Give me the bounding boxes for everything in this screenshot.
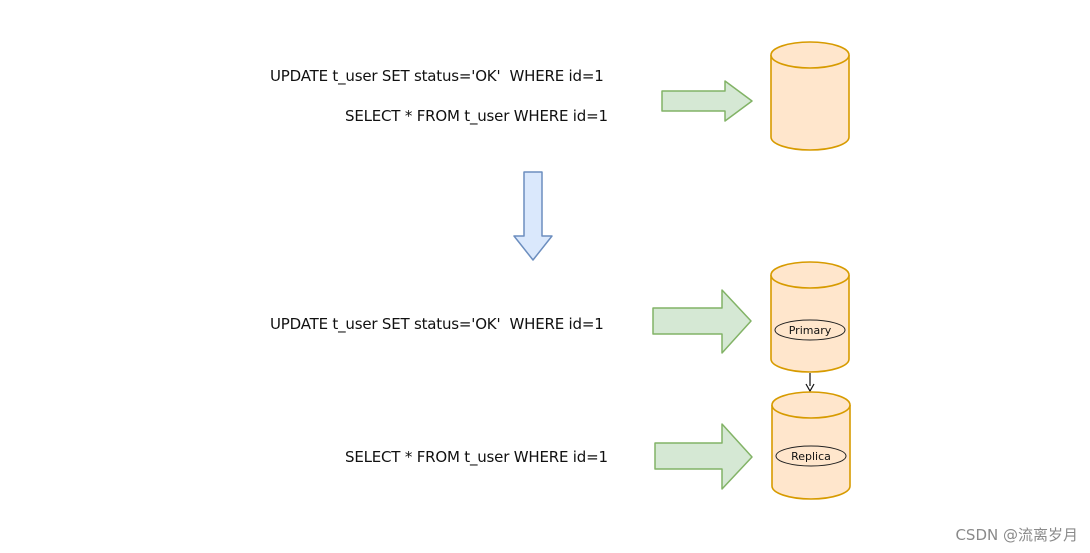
replica-label: Replica xyxy=(791,450,831,463)
replica-database-cylinder: Replica xyxy=(771,391,851,500)
top-update-statement: UPDATE t_user SET status='OK' WHERE id=1 xyxy=(270,67,604,85)
watermark: CSDN @流离岁月 xyxy=(955,526,1078,544)
write-arrow xyxy=(652,289,752,354)
transition-down-arrow xyxy=(513,171,553,261)
top-query-arrow xyxy=(661,80,753,122)
bottom-select-statement: SELECT * FROM t_user WHERE id=1 xyxy=(345,448,608,466)
top-select-statement: SELECT * FROM t_user WHERE id=1 xyxy=(345,107,608,125)
read-arrow xyxy=(654,423,753,490)
primary-label: Primary xyxy=(789,324,832,337)
primary-database-cylinder: Primary xyxy=(770,261,850,373)
primary-label-oval xyxy=(774,319,846,341)
replica-label-oval xyxy=(775,445,847,467)
single-database-cylinder xyxy=(770,41,850,151)
bottom-update-statement: UPDATE t_user SET status='OK' WHERE id=1 xyxy=(270,315,604,333)
replication-connector xyxy=(805,373,815,393)
